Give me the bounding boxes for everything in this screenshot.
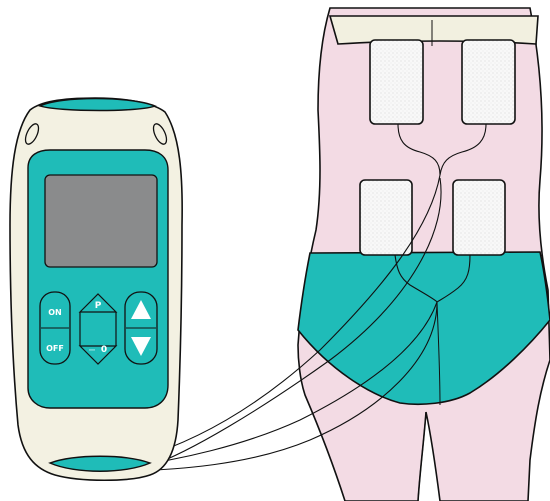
electrode-pad-lower-right (452, 179, 506, 256)
lcd-screen (44, 174, 158, 268)
briefs-seam (436, 301, 441, 406)
on-button[interactable]: ON (48, 308, 62, 317)
svg-text:⋯: ⋯ (89, 347, 95, 354)
middle-button-frame (79, 312, 117, 346)
electrode-leads (394, 123, 487, 303)
timer-icon: ⋯ (89, 347, 95, 354)
lead-cables (99, 174, 442, 473)
program-button[interactable] (78, 293, 118, 313)
down-arrow-icon[interactable] (131, 337, 151, 356)
tens-device: ON OFF P ⋯ 0 (9, 97, 183, 482)
electrode-pad-upper-left (369, 39, 424, 125)
strap-hole-left (24, 123, 40, 145)
timer-label: 0 (101, 345, 107, 355)
cable-1 (139, 174, 441, 459)
leg-gap-line (417, 411, 427, 501)
electrode-pad-upper-right (461, 39, 516, 125)
electrode-pad-lower-left (359, 179, 413, 256)
device-bottom-accent (48, 455, 152, 472)
device-top-accent (38, 97, 157, 112)
briefs (297, 251, 550, 406)
program-label: P (95, 301, 102, 311)
strap-hole-right (152, 123, 168, 145)
cable-2 (149, 177, 442, 467)
cable-4 (109, 304, 438, 473)
waistband (328, 15, 539, 45)
timer-button[interactable] (78, 345, 118, 365)
up-arrow-icon[interactable] (131, 300, 151, 319)
off-button[interactable]: OFF (46, 344, 64, 353)
cable-3 (99, 301, 438, 471)
